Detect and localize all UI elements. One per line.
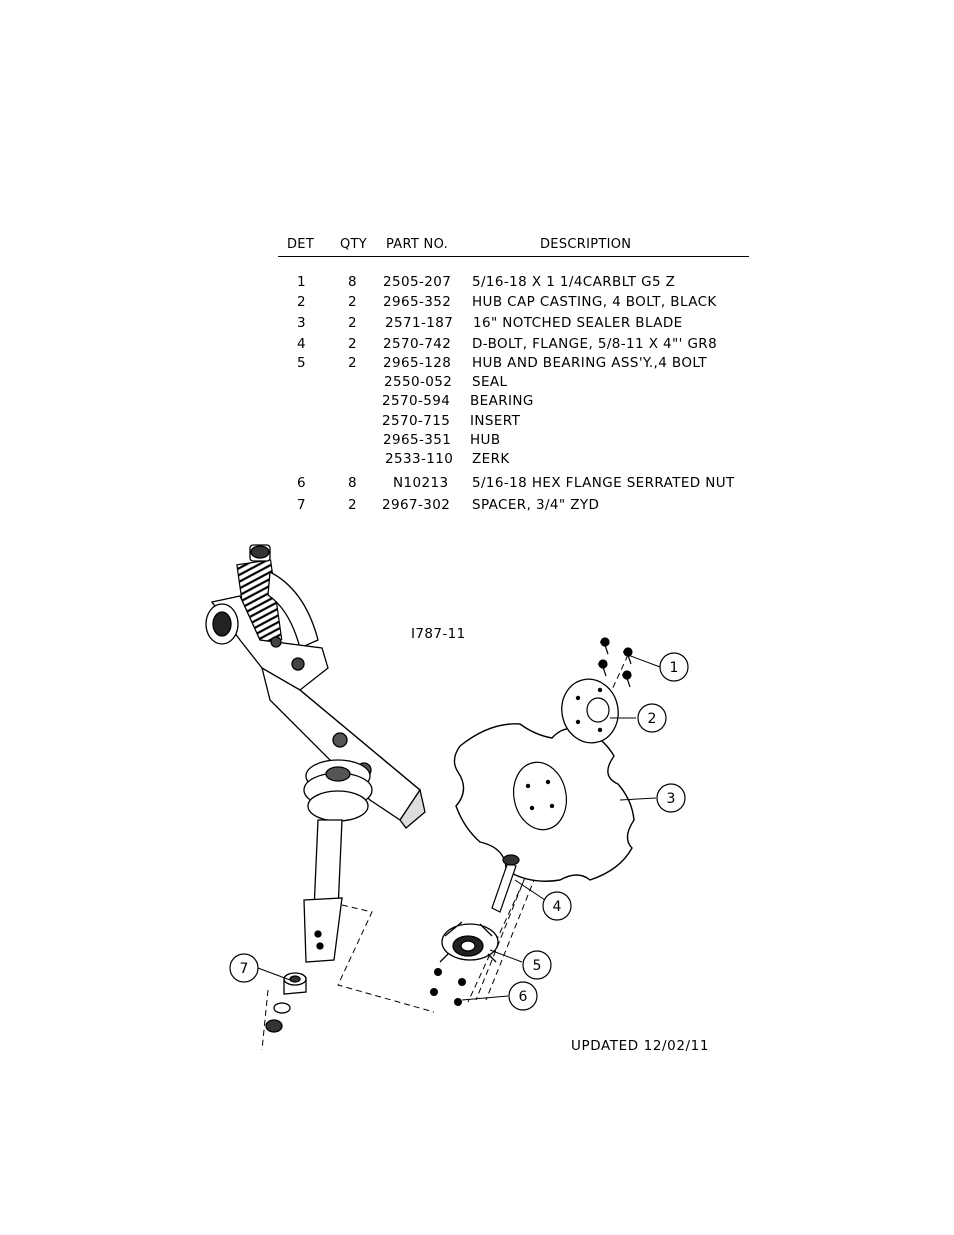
hub-and-bearing	[439, 921, 499, 963]
callout-1: 1	[659, 652, 689, 682]
row-5d-part: 2965-351	[383, 432, 452, 448]
row-4-part: 2570-742	[383, 336, 452, 352]
callout-5: 5	[522, 950, 552, 980]
callout-leaders	[257, 654, 661, 1001]
parts-table: DET QTY PART NO. DESCRIPTION 1 8 2505-20…	[0, 0, 954, 530]
row-2-qty: 2	[348, 294, 357, 310]
row-7-desc: SPACER, 3/4" ZYD	[472, 497, 600, 513]
row-6-det: 6	[297, 475, 306, 491]
row-1-desc: 5/16-18 X 1 1/4CARBLT G5 Z	[472, 274, 676, 290]
flange-nuts	[430, 968, 466, 1006]
hub-cap-casting	[561, 678, 619, 744]
callout-6: 6	[508, 981, 538, 1011]
curved-bracket	[267, 570, 319, 649]
row-5b-part: 2570-594	[382, 393, 451, 409]
row-1-qty: 8	[348, 274, 357, 290]
callout-2-label: 2	[648, 711, 657, 727]
row-6-desc: 5/16-18 HEX FLANGE SERRATED NUT	[472, 475, 735, 491]
row-4-desc: D-BOLT, FLANGE, 5/8-11 X 4"' GR8	[472, 336, 718, 352]
row-6-part: N10213	[393, 475, 449, 491]
row-4-det: 4	[297, 336, 306, 352]
spacer	[265, 972, 307, 1033]
row-2-part: 2965-352	[383, 294, 452, 310]
row-6-qty: 8	[348, 475, 357, 491]
row-5b-desc: BEARING	[470, 393, 534, 409]
row-5-qty: 2	[348, 355, 357, 371]
row-1-det: 1	[297, 274, 306, 290]
row-4-qty: 2	[348, 336, 357, 352]
row-3-desc: 16" NOTCHED SEALER BLADE	[473, 315, 683, 331]
callout-3: 3	[656, 783, 686, 813]
row-5-det: 5	[297, 355, 306, 371]
header-qty: QTY	[340, 237, 368, 252]
row-2-det: 2	[297, 294, 306, 310]
row-5c-desc: INSERT	[470, 413, 521, 429]
row-5c-part: 2570-715	[382, 413, 451, 429]
callout-6-label: 6	[519, 989, 528, 1005]
row-5e-part: 2533-110	[385, 451, 454, 467]
header-part-no: PART NO.	[386, 237, 449, 252]
row-5-part: 2965-128	[383, 355, 452, 371]
callout-3-label: 3	[667, 791, 676, 807]
row-5e-desc: ZERK	[472, 451, 510, 467]
callout-4: 4	[542, 891, 572, 921]
row-5d-desc: HUB	[470, 432, 501, 448]
shank-mount	[303, 897, 343, 963]
row-5-desc: HUB AND BEARING ASS'Y.,4 BOLT	[472, 355, 708, 371]
callout-7-label: 7	[240, 961, 249, 977]
d-bolt	[491, 854, 520, 913]
row-7-part: 2967-302	[382, 497, 451, 513]
row-7-det: 7	[297, 497, 306, 513]
row-3-det: 3	[297, 315, 306, 331]
callout-7: 7	[229, 953, 259, 983]
row-3-part: 2571-187	[385, 315, 454, 331]
updated-date: UPDATED 12/02/11	[571, 1038, 710, 1054]
drawing-code: I787-11	[411, 626, 466, 642]
row-2-desc: HUB CAP CASTING, 4 BOLT, BLACK	[472, 294, 717, 310]
header-divider	[278, 256, 749, 257]
shank	[313, 819, 343, 911]
row-5a-part: 2550-052	[384, 374, 453, 390]
callout-5-label: 5	[533, 958, 542, 974]
row-5a-desc: SEAL	[472, 374, 508, 390]
row-3-qty: 2	[348, 315, 357, 331]
callout-4-label: 4	[553, 899, 562, 915]
header-det: DET	[287, 237, 315, 252]
carriage-bolts	[598, 637, 633, 688]
row-1-part: 2505-207	[383, 274, 452, 290]
mounting-arm-assembly	[205, 544, 426, 963]
exploded-assembly-drawing: 1 2 3 4 5 6 7	[205, 544, 689, 1051]
callout-1-label: 1	[670, 660, 679, 676]
row-7-qty: 2	[348, 497, 357, 513]
header-description: DESCRIPTION	[540, 237, 632, 252]
callout-2: 2	[637, 703, 667, 733]
